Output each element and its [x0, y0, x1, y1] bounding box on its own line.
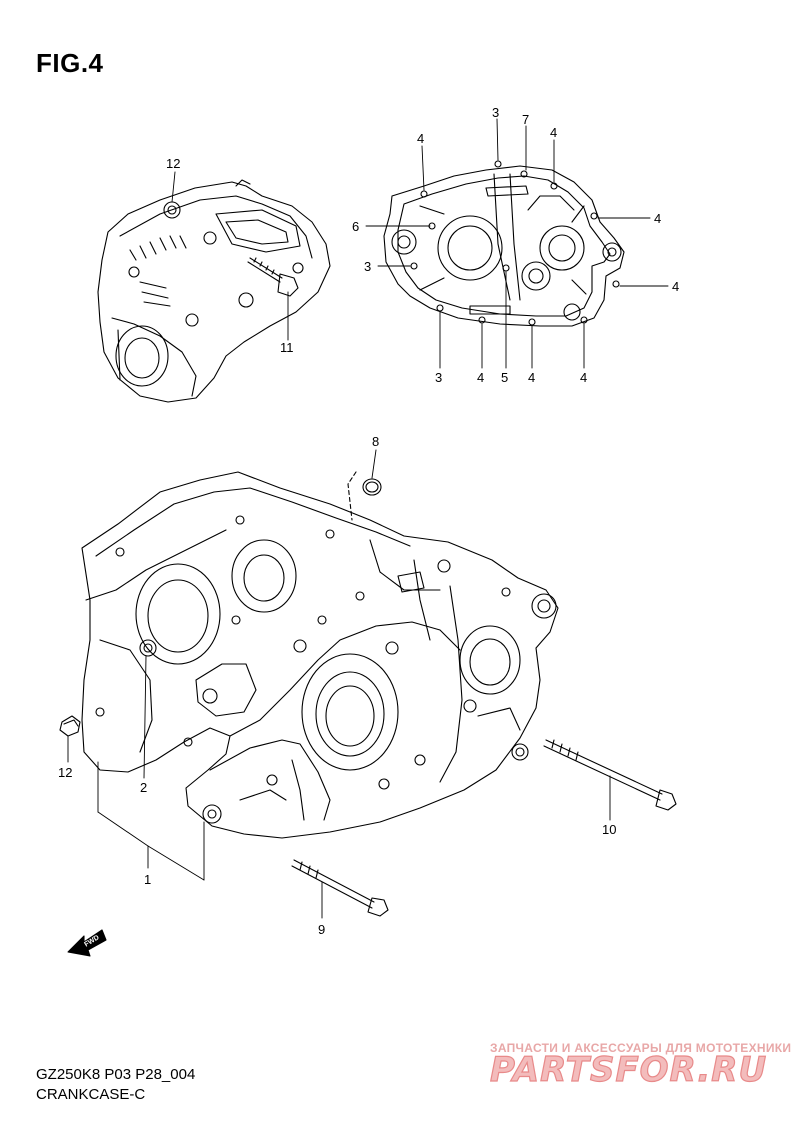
leader-lines [67, 118, 669, 919]
callout-4-f: 4 [528, 370, 535, 385]
fwd-arrow-icon [67, 929, 107, 957]
upper-right-case-outline [383, 160, 625, 327]
callout-12-top: 12 [166, 156, 180, 171]
callout-5: 5 [501, 370, 508, 385]
callout-12-bottom: 12 [58, 765, 72, 780]
callout-2: 2 [140, 780, 147, 795]
model-code: GZ250K8 P03 P28_004 [36, 1066, 196, 1083]
callout-8: 8 [372, 434, 379, 449]
callout-4-g: 4 [580, 370, 587, 385]
watermark-tagline: ЗАПЧАСТИ И АКСЕССУАРЫ ДЛЯ МОТОТЕХНИКИ [490, 1041, 792, 1055]
callout-4-b: 4 [550, 125, 557, 140]
watermark-logo: PARTSFOR.RU [489, 1049, 768, 1090]
callout-4-c: 4 [654, 211, 661, 226]
callout-3-a: 3 [492, 105, 499, 120]
main-crankcase-assembly [59, 471, 677, 917]
callout-4-a: 4 [417, 131, 424, 146]
callout-4-d: 4 [672, 279, 679, 294]
callout-7: 7 [522, 112, 529, 127]
callout-11: 11 [280, 340, 294, 355]
upper-left-case-half [97, 179, 331, 403]
callout-10: 10 [602, 822, 616, 837]
figure-name: CRANKCASE-C [36, 1086, 146, 1103]
callout-4-e: 4 [477, 370, 484, 385]
callout-3-c: 3 [435, 370, 442, 385]
callout-1: 1 [144, 872, 151, 887]
figure-title: FIG.4 [36, 48, 104, 78]
callout-3-b: 3 [364, 259, 371, 274]
callout-9: 9 [318, 922, 325, 937]
callout-6: 6 [352, 219, 359, 234]
callout-labels: 12 11 4 3 7 4 6 4 3 4 3 4 5 4 4 8 12 2 1… [58, 105, 679, 937]
